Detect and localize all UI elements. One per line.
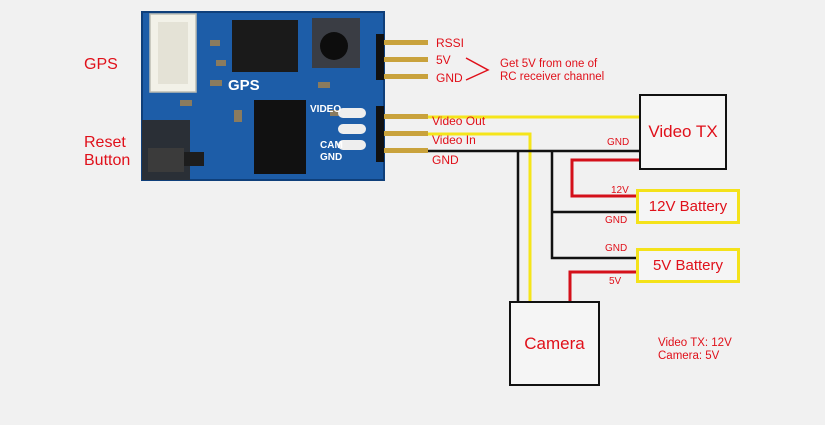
pin-label-gnd: GND xyxy=(436,71,463,85)
spec-line2: Camera: 5V xyxy=(658,350,720,362)
gps-osd-board: GPS VIDEO CAM GND xyxy=(141,11,428,181)
silk-gps: GPS xyxy=(228,77,260,94)
battery-12v-box: 12V Battery xyxy=(636,189,740,224)
video-tx-box: Video TX xyxy=(639,94,727,170)
note-line2: RC receiver channel xyxy=(500,71,605,83)
battery-5v-box: 5V Battery xyxy=(636,248,740,283)
wire-12v xyxy=(570,158,640,198)
wire-label-12v-gnd: GND xyxy=(605,215,628,226)
osd-chip xyxy=(254,100,306,174)
wire-video-in xyxy=(428,132,532,302)
pin-header xyxy=(338,34,428,162)
wire-label-12v: 12V xyxy=(611,185,629,196)
wire-label-vtx-gnd: GND xyxy=(607,137,630,148)
wire-label-5v-gnd: GND xyxy=(605,243,628,254)
pin-label-gnd2: GND xyxy=(432,153,459,167)
camera-box: Camera xyxy=(509,301,600,386)
pin-label-rssi: RSSI xyxy=(436,36,465,50)
wire-gnd-bus xyxy=(550,151,636,260)
note-bracket xyxy=(465,57,490,81)
reset-label-line2: Button xyxy=(84,152,131,169)
spec-line1: Video TX: 12V xyxy=(658,337,732,349)
silk-gnd: GND xyxy=(320,152,342,163)
note-line1: Get 5V from one of xyxy=(500,58,598,70)
reset-label-line1: Reset xyxy=(84,134,126,151)
wire-label-5v: 5V xyxy=(609,276,622,287)
silk-cam: CAM xyxy=(320,140,343,151)
silk-video: VIDEO xyxy=(310,104,341,115)
wire-5v xyxy=(568,270,636,302)
pin-label-video-out: Video Out xyxy=(432,114,486,128)
pin-label-video-in: Video In xyxy=(432,133,476,147)
gps-label: GPS xyxy=(84,56,118,73)
pin-label-5v: 5V xyxy=(436,53,451,67)
reset-button-part xyxy=(148,148,184,172)
wiring xyxy=(428,115,640,302)
